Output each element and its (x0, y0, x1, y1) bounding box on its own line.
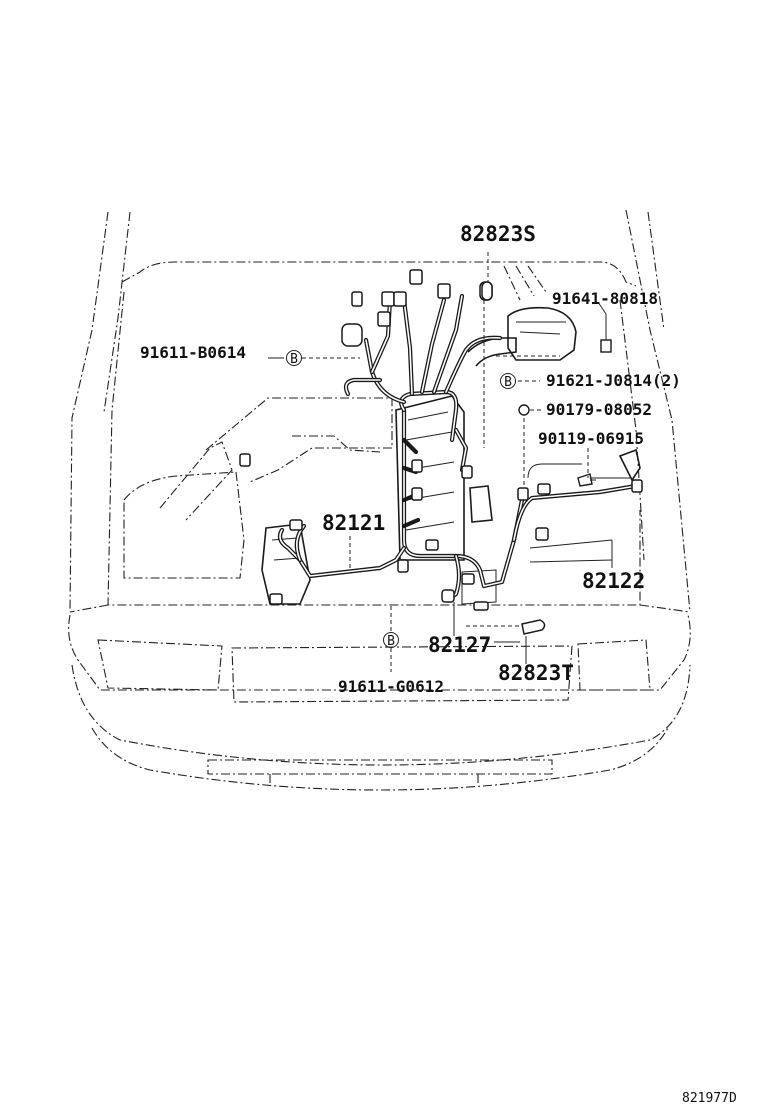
part-labels: 82823S 91641-80818 91611-B0614 91621-J08… (140, 222, 681, 696)
bolt-symbols: B B B (286, 350, 516, 649)
reference-code: 821977D (682, 1091, 737, 1106)
label-82127: 82127 (428, 633, 491, 657)
label-91611-b0614: 91611-B0614 (140, 343, 246, 362)
label-90119-06915: 90119-06915 (538, 429, 644, 448)
label-82823T: 82823T (498, 661, 574, 685)
bolt-circle-91621 (500, 373, 516, 389)
bolt-circle-91611-g0612 (383, 632, 399, 648)
label-90179-08052: 90179-08052 (546, 400, 652, 419)
bolt-circle-91611-b0614 (286, 350, 302, 366)
bolt-symbol-b-2: B (504, 375, 512, 390)
wire-harness (277, 293, 639, 603)
label-82121: 82121 (322, 511, 385, 535)
bolt-symbol-b-3: B (387, 634, 395, 649)
label-91621-j0814: 91621-J0814(2) (546, 371, 681, 390)
bolt-symbol-b-1: B (290, 352, 298, 367)
connectors (239, 269, 643, 635)
car-body-outline (69, 209, 691, 613)
leader-lines (268, 252, 613, 672)
label-91611-g0612: 91611-G0612 (338, 677, 444, 696)
label-91641-80818: 91641-80818 (552, 289, 658, 308)
front-bumper (68, 614, 691, 791)
label-82122: 82122 (582, 569, 645, 593)
engine-assembly (123, 306, 641, 605)
label-82823S: 82823S (460, 222, 536, 246)
